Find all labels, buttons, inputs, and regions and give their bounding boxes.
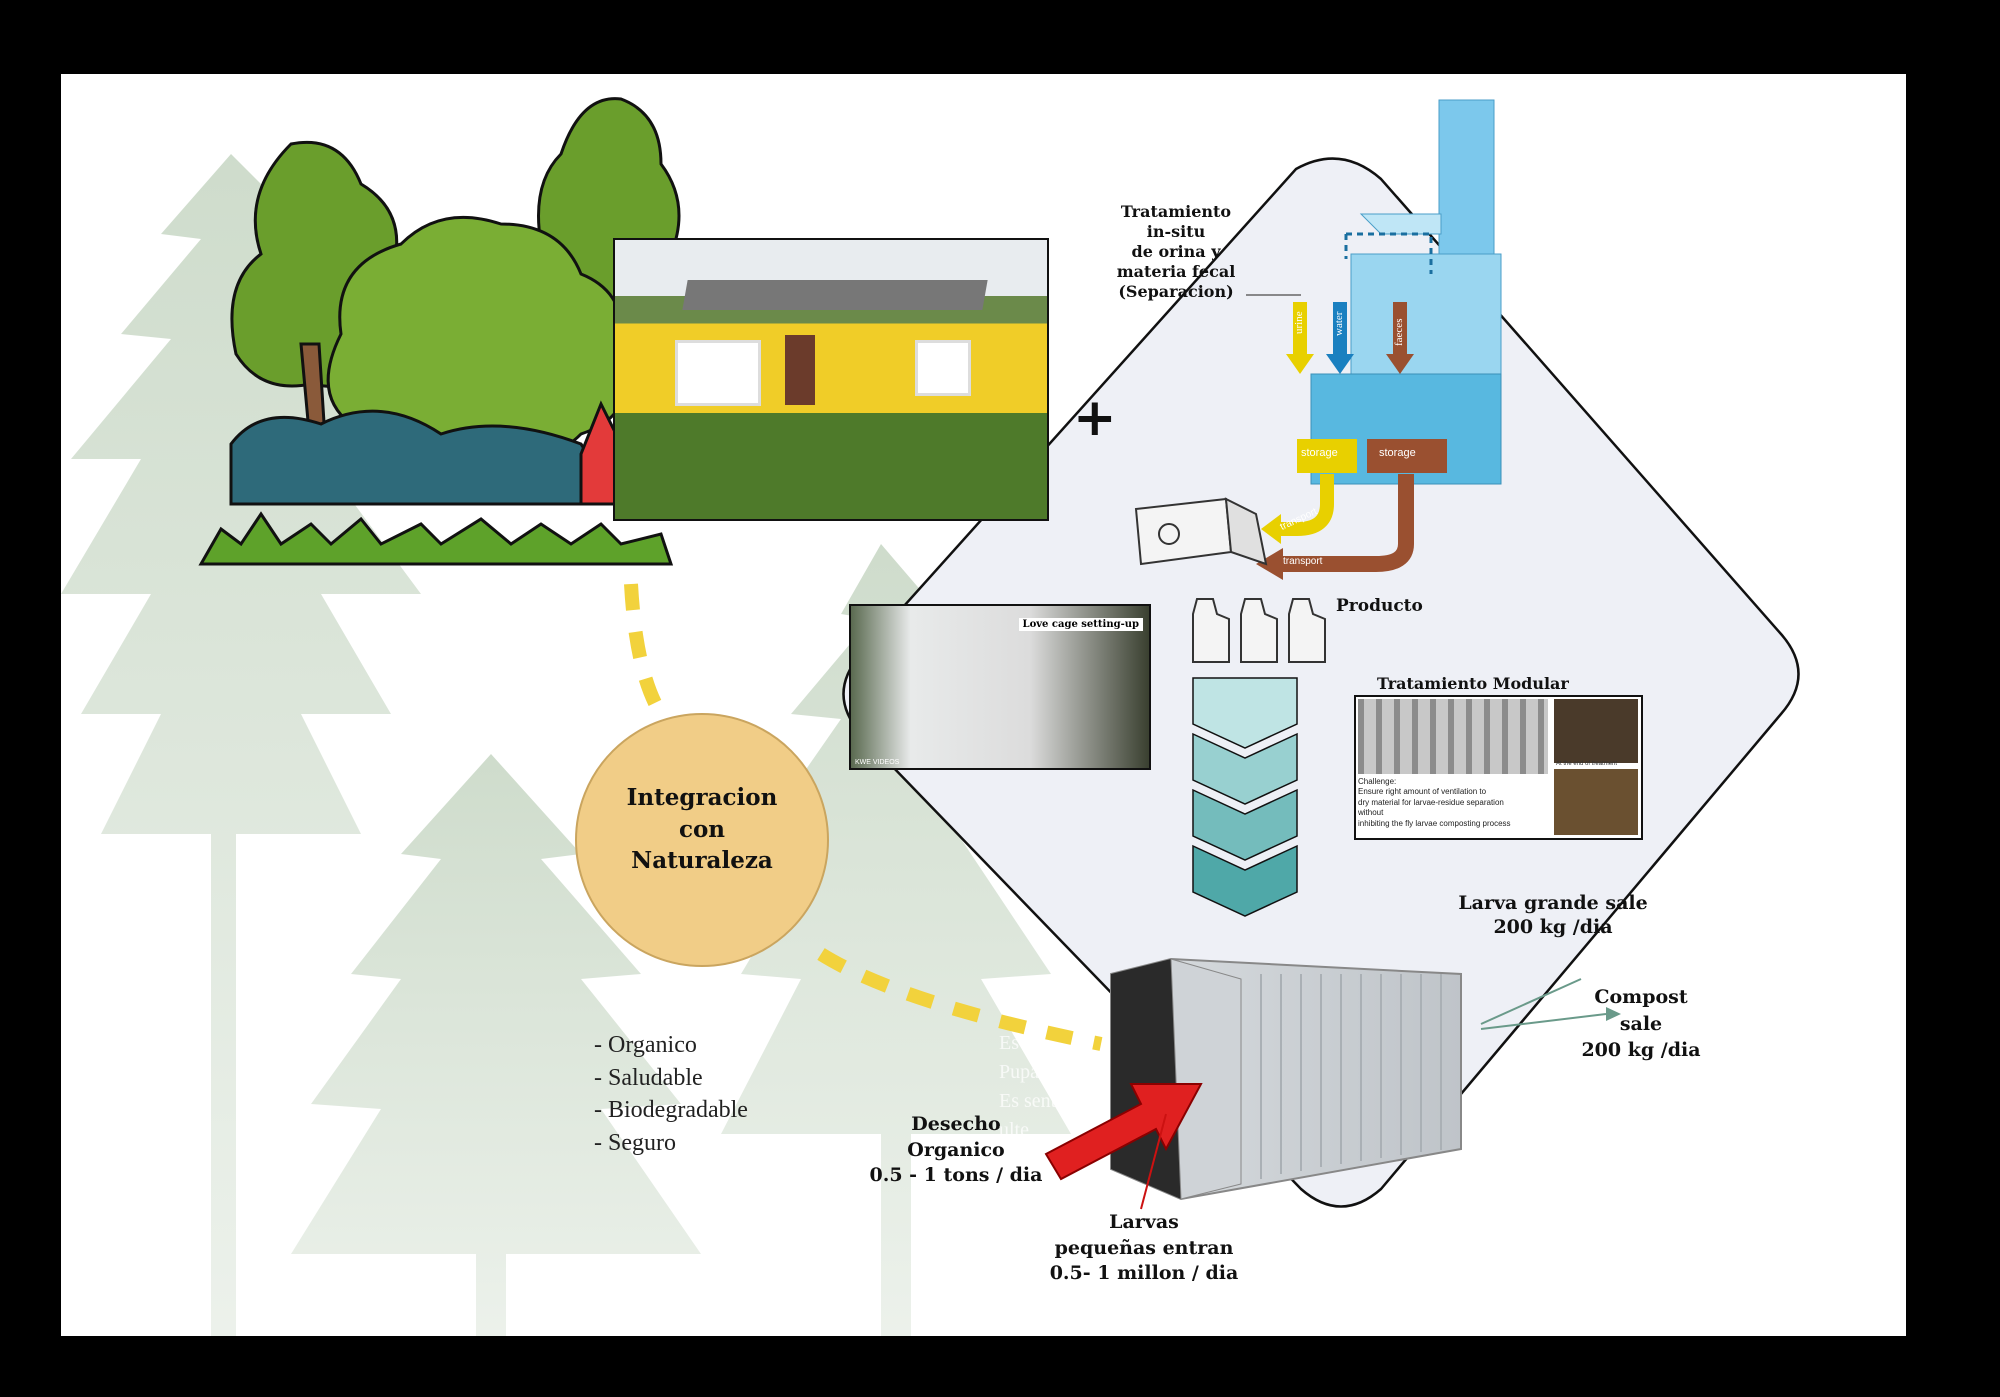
producto-label: Producto — [1336, 596, 1423, 616]
benefit-item: - Seguro — [594, 1129, 676, 1156]
label-line: Organico — [907, 1138, 1005, 1161]
label-line: Naturaleza — [631, 847, 773, 875]
label-line: Desecho — [911, 1113, 1001, 1135]
label-line: Larvas — [1109, 1211, 1179, 1233]
racks-image — [1358, 699, 1548, 774]
larvas-pequenas-label: Larvas pequeñas entran 0.5- 1 millon / d… — [1019, 1210, 1269, 1287]
house-roof — [682, 280, 988, 310]
chevron-step-3 — [1192, 788, 1298, 861]
label-line: 0.5 - 1 tons / dia — [869, 1164, 1043, 1187]
faint-line: ulte — [999, 1119, 1029, 1141]
water-label: water — [1333, 311, 1345, 336]
dotted-path-top — [624, 583, 668, 718]
separation-toilet-diagram — [1256, 99, 1502, 580]
cage-photo: Love cage setting-up KWE VIDEOS — [849, 604, 1151, 770]
label-line: 200 kg /dia — [1581, 1039, 1701, 1062]
house-window-2 — [915, 340, 971, 396]
entry-arrow — [1044, 1083, 1203, 1181]
forest-illustration — [198, 97, 681, 566]
dotted-path-bottom — [817, 948, 1103, 1051]
label-line: con — [678, 815, 726, 843]
side-caption: At the end of treatment — [1556, 761, 1618, 767]
chevron-step-1 — [1192, 677, 1298, 749]
challenge-line: inhibiting the fly larvae composting pro… — [1358, 818, 1511, 828]
larvae-image-bottom — [1554, 769, 1638, 835]
challenge-line: Ensure right amount of ventilation to — [1358, 787, 1487, 797]
label-line: materia fecal — [1116, 262, 1236, 281]
house-door — [785, 335, 815, 405]
storage-left-label: storage — [1301, 447, 1338, 459]
product-jugs — [1192, 598, 1326, 663]
house-photo — [613, 238, 1049, 521]
storage-bin — [1134, 497, 1268, 566]
background-tree-right — [721, 544, 1071, 1336]
label-line: Tratamiento — [1120, 202, 1232, 221]
benefit-item: - Organico — [594, 1032, 697, 1058]
house-window — [675, 340, 761, 406]
compost-output-line — [1480, 1013, 1607, 1030]
label-line: (Separacion) — [1118, 282, 1234, 301]
chevron-step-4 — [1192, 844, 1298, 917]
shipping-container — [1110, 957, 1462, 1201]
plus-sign: + — [1073, 388, 1117, 448]
transport-label-2: transport — [1283, 556, 1323, 567]
background-tree-middle — [291, 754, 701, 1336]
storage-right-label: storage — [1379, 447, 1416, 459]
modular-treatment-photo: At the end of treatment Challenge: Ensur… — [1354, 695, 1643, 840]
compost-label: Compost sale 200 kg /dia — [1561, 984, 1721, 1064]
larvae-image-top — [1554, 699, 1638, 763]
diagram-panel: Love cage setting-up KWE VIDEOS At the e… — [61, 74, 1906, 1336]
faint-overlay-text: Es do Pupal Es sente ulte ejec — [999, 1029, 1065, 1174]
integration-circle — [575, 713, 829, 967]
benefits-list: - Organico - Saludable - Biodegradable -… — [594, 1029, 748, 1160]
compost-arrowhead — [1606, 1007, 1621, 1021]
desecho-label: Desecho Organico 0.5 - 1 tons / dia — [841, 1112, 1071, 1189]
process-chevrons — [1192, 677, 1298, 917]
label-line: Integracion — [626, 784, 778, 811]
challenge-line: without — [1358, 808, 1384, 818]
diagram-graphics — [61, 97, 1800, 1336]
challenge-title: Challenge: — [1358, 777, 1397, 786]
challenge-line: dry material for larvae-residue separati… — [1358, 797, 1504, 807]
faint-line: Es sente — [999, 1090, 1066, 1112]
faint-line: ejec — [999, 1148, 1032, 1170]
label-line: pequeñas entran — [1054, 1236, 1234, 1259]
tratamiento-modular-label: Tratamiento Modular — [1377, 674, 1569, 693]
integracion-label: Integracion con Naturaleza — [602, 782, 802, 877]
label-line: 200 kg /dia — [1493, 915, 1613, 938]
larva-grande-label: Larva grande sale 200 kg /dia — [1423, 892, 1683, 940]
urine-label: urine — [1293, 311, 1305, 334]
label-line: de orina y — [1131, 242, 1221, 261]
benefit-item: - Saludable — [594, 1064, 703, 1091]
tratamiento-insitu-label: Tratamiento in-situ de orina y materia f… — [1101, 202, 1251, 302]
benefit-item: - Biodegradable — [594, 1097, 748, 1124]
label-line: Compost — [1594, 986, 1688, 1008]
label-line: Larva grande sale — [1458, 892, 1648, 914]
cage-footer: KWE VIDEOS — [855, 759, 900, 766]
chevron-step-2 — [1192, 732, 1298, 805]
larvas-leader-line — [1140, 1113, 1167, 1210]
larva-output-line — [1480, 978, 1582, 1025]
label-line: in-situ — [1146, 222, 1206, 241]
label-line: sale — [1619, 1012, 1663, 1035]
label-line: 0.5- 1 millon / dia — [1049, 1262, 1239, 1285]
faint-line: Pupal — [999, 1061, 1045, 1083]
challenge-box: Challenge: Ensure right amount of ventil… — [1358, 777, 1548, 829]
process-diamond — [842, 157, 1800, 1208]
cage-caption: Love cage setting-up — [1018, 618, 1143, 631]
faeces-label: faeces — [1393, 318, 1405, 346]
faint-line: Es do — [999, 1032, 1044, 1054]
